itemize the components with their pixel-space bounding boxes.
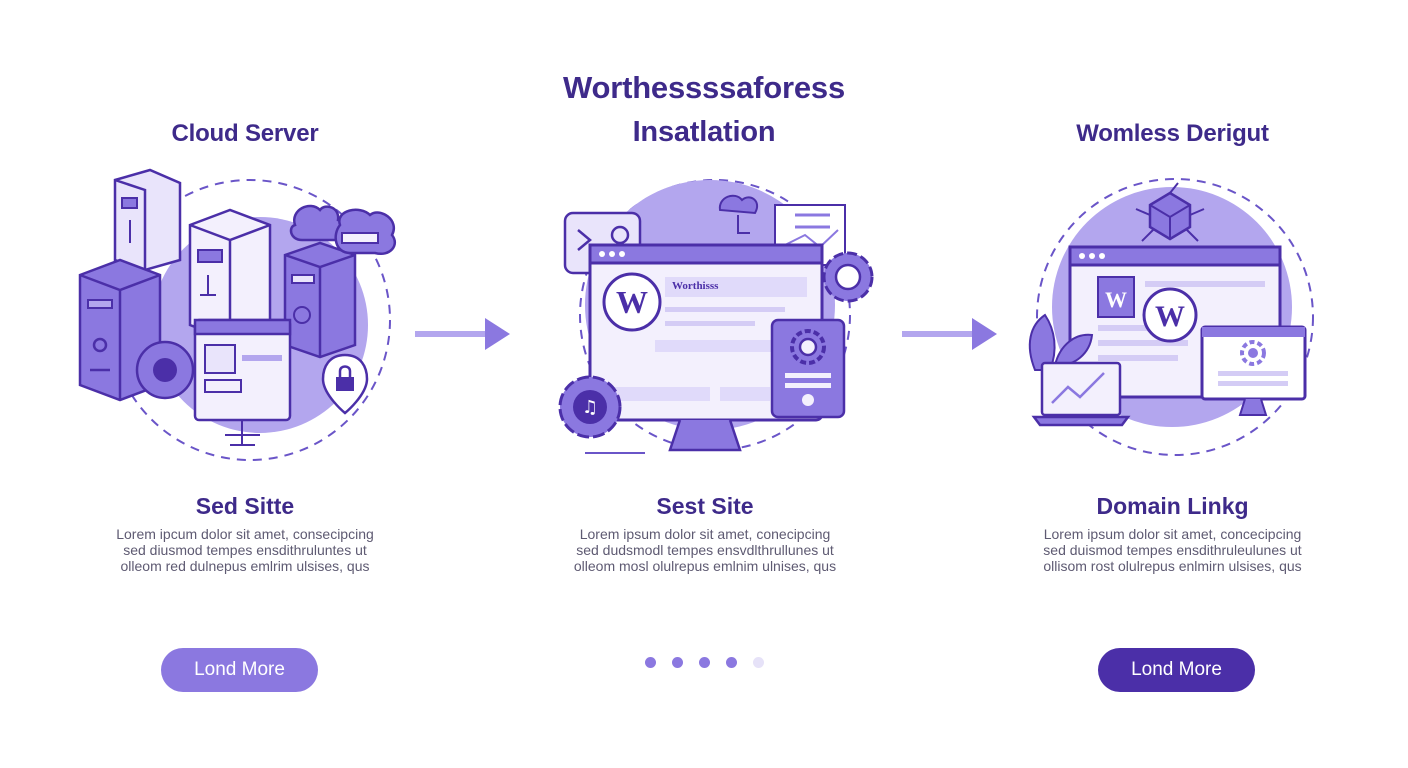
cloud-server-illustration xyxy=(70,165,410,475)
pagination-dot[interactable] xyxy=(726,656,737,668)
description-line: sed duismod tempes ensdithruleulunes ut xyxy=(1043,542,1302,558)
main-title-line-1: Worthessssaforess xyxy=(562,70,846,105)
wordpress-logo-icon: W xyxy=(1142,287,1198,343)
step-description-right: Lorem ipsum dolor sit amet, concecipcing… xyxy=(1020,526,1325,574)
description-line: Lorem ipcum dolor sit amet, consecipcing xyxy=(116,526,374,542)
cloud-icon xyxy=(718,194,759,234)
step-title-left: Sed Sitte xyxy=(195,493,295,519)
pagination-dot[interactable] xyxy=(699,656,710,668)
learn-more-button-right[interactable]: Lond More xyxy=(1098,648,1255,692)
svg-text:♫: ♫ xyxy=(582,397,598,418)
gear-icon xyxy=(1240,340,1266,366)
lock-icon xyxy=(321,353,369,415)
description-line: sed diusmod tempes ensdithruluntes ut xyxy=(123,542,367,558)
column-heading-right: Womless Derigut xyxy=(1076,120,1269,147)
music-gear-icon: ♫ xyxy=(558,375,622,439)
svg-text:W: W xyxy=(616,284,648,320)
main-title-line-2: Insatlation xyxy=(632,116,776,148)
screen-label: Worthisss xyxy=(672,280,719,292)
gear-icon xyxy=(790,329,826,365)
description-line: sed dudsmodl tempes ensvdlthrullunes ut xyxy=(576,542,834,558)
description-line: olleom mosl olulrepus emlnim ulnises, qu… xyxy=(573,558,837,574)
learn-more-button-left[interactable]: Lond More xyxy=(161,648,318,692)
step-title-middle: Sest Site xyxy=(656,493,754,519)
arrow-right-icon xyxy=(413,314,513,354)
step-description-middle: Lorem ipsum dolor sit amet, conecipcing … xyxy=(555,526,855,574)
pagination-dot[interactable] xyxy=(645,656,656,668)
description-line: ollisom rost olulrepus enlmirn ulsises, … xyxy=(1043,558,1302,574)
laptop-icon xyxy=(1031,361,1131,427)
description-line: Lorem ipsum dolor sit amet, conecipcing xyxy=(579,526,831,542)
svg-text:W: W xyxy=(1155,300,1185,333)
pagination-dot[interactable] xyxy=(753,656,764,668)
description-line: Lorem ipsum dolor sit amet, concecipcing xyxy=(1043,526,1302,542)
column-heading-cloud-server: Cloud Server xyxy=(171,120,319,147)
step-title-right: Domain Linkg xyxy=(1096,493,1249,519)
pagination-dots xyxy=(645,656,770,668)
gear-icon xyxy=(135,340,195,400)
svg-text:W: W xyxy=(1105,287,1127,312)
step-description-left: Lorem ipcum dolor sit amet, consecipcing… xyxy=(95,526,395,574)
arrow-right-icon xyxy=(900,314,1000,354)
pagination-dot[interactable] xyxy=(672,656,683,668)
browser-window-icon xyxy=(193,318,292,446)
description-line: olleom red dulnepus emlrim ulsises, qus xyxy=(120,558,370,574)
installation-illustration: W ♫ Worthisss xyxy=(550,175,890,465)
domain-linking-illustration: W W xyxy=(1020,175,1330,465)
cloud-icon xyxy=(289,204,397,256)
wordpress-logo-icon: W xyxy=(602,272,662,332)
